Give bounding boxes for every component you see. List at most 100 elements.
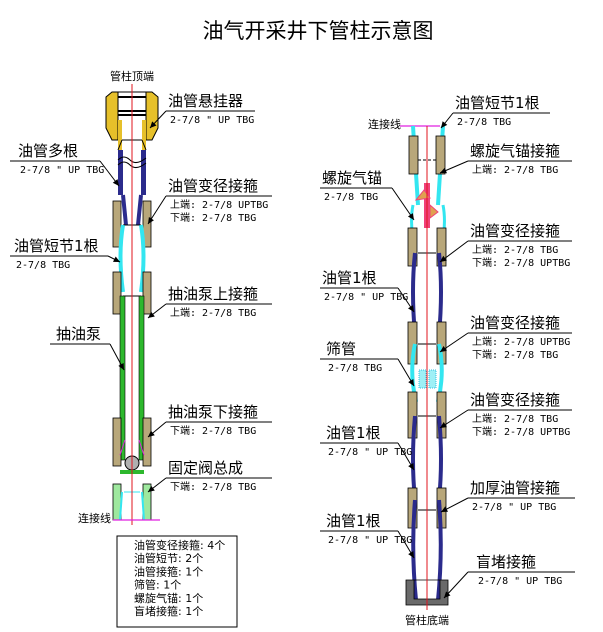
callout-title: 油管悬挂器	[168, 92, 243, 110]
callout-spec: 上端: 2-7/8 UPTBG	[170, 198, 268, 211]
callout-spec: 2-7/8 " UP TBG	[472, 502, 556, 513]
right-tubing-string: 连接线	[368, 117, 449, 627]
tubing-wall-left	[118, 150, 123, 195]
callout-tubing-1b: 油管1根 2-7/8 " UP TBG	[320, 424, 415, 471]
inventory-item: 油管短节: 2个	[134, 551, 203, 565]
callout-title: 油管变径接箍	[470, 222, 560, 240]
callout-spec: 2-7/8 " UP TBG	[20, 165, 104, 176]
arrowhead-icon	[408, 305, 414, 312]
arrowhead-icon	[118, 363, 124, 370]
callout-spec: 2-7/8 " UP TBG	[324, 292, 408, 303]
arrowhead-icon	[441, 121, 448, 128]
callout-spec: 2-7/8 TBG	[324, 192, 378, 203]
callout-spec: 2-7/8 " UP TBG	[328, 447, 412, 458]
callout-title: 油管短节1根	[14, 237, 99, 255]
callout-title: 油管变径接箍	[168, 177, 258, 195]
callout-spec: 2-7/8 TBG	[328, 363, 382, 374]
inventory-item: 油管变径接箍: 4个	[134, 538, 225, 552]
callout-title: 油管1根	[326, 424, 381, 442]
pump-barrel	[119, 295, 126, 461]
left-tubing-string: 管柱顶端	[78, 69, 160, 525]
crossover-coupling-1	[112, 200, 122, 248]
inventory-item: 油管接箍: 1个	[134, 564, 203, 578]
pump-upper-coupling-shape	[112, 271, 122, 315]
callout-spec: 下端: 2-7/8 TBG	[170, 424, 256, 437]
inventory-item: 筛管: 1个	[134, 578, 181, 592]
callout-tubing-1a: 油管1根 2-7/8 " UP TBG	[320, 269, 415, 313]
callout-title: 抽油泵下接箍	[168, 403, 258, 421]
callout-title: 油管变径接箍	[470, 391, 560, 409]
callout-spec: 2-7/8 " UP TBG	[328, 535, 412, 546]
callout-spec: 2-7/8 TBG	[457, 117, 511, 128]
callout-title: 抽油泵上接箍	[168, 285, 258, 303]
diagram-title: 油气开采井下管柱示意图	[203, 19, 434, 43]
callout-title: 抽油泵	[56, 325, 101, 343]
left-top-label: 管柱顶端	[110, 69, 154, 83]
callout-spec: 下端: 2-7/8 UPTBG	[472, 256, 570, 269]
arrowhead-icon	[407, 213, 414, 220]
gas-anchor-coupling-shape	[408, 135, 419, 175]
callout-title: 油管变径接箍	[470, 314, 560, 332]
screen-perforations	[418, 369, 427, 389]
callout-pump: 抽油泵	[50, 325, 125, 371]
callout-upset-coupling: 加厚油管接箍 2-7/8 " UP TBG	[440, 479, 575, 513]
callout-pup-joint-r: 油管短节1根 2-7/8 TBG	[440, 94, 550, 129]
callout-title: 油管短节1根	[455, 94, 540, 112]
arrowhead-icon	[148, 485, 155, 492]
arrowhead-icon	[112, 179, 119, 186]
callout-title: 油管多根	[18, 142, 78, 160]
callout-pup-joint: 油管短节1根 2-7/8 TBG	[10, 237, 121, 271]
tubing-wall-right	[141, 150, 146, 195]
callout-spec: 下端: 2-7/8 UPTBG	[472, 425, 570, 438]
arrowhead-icon	[444, 591, 451, 598]
arrowhead-icon	[150, 121, 157, 128]
callout-title: 螺旋气锚	[322, 169, 382, 187]
callout-spec: 上端: 2-7/8 TBG	[472, 243, 558, 256]
left-callouts: 油管悬挂器 2-7/8 " UP TBG 油管多根 2-7/8 " UP TBG 油管变…	[10, 92, 272, 493]
inventory-item: 螺旋气锚: 1个	[134, 591, 203, 605]
arrowhead-icon	[440, 422, 447, 428]
callout-spec: 上端: 2-7/8 TBG	[472, 412, 558, 425]
arrowhead-icon	[440, 255, 447, 262]
arrowhead-icon	[408, 551, 414, 558]
arrowhead-icon	[148, 430, 155, 437]
callout-screen: 筛管 2-7/8 TBG	[320, 340, 415, 387]
left-connect-label: 连接线	[78, 511, 111, 525]
tubing-hanger-shape	[105, 91, 159, 151]
right-bottom-label: 管柱底端	[405, 613, 449, 627]
callout-title: 盲堵接箍	[476, 553, 536, 571]
callout-spec: 2-7/8 TBG	[16, 260, 70, 271]
callout-spec: 下端: 2-7/8 TBG	[170, 480, 256, 493]
arrowhead-icon	[148, 217, 154, 224]
callout-tubing-1c: 油管1根 2-7/8 " UP TBG	[320, 512, 415, 559]
callout-spec: 上端: 2-7/8 TBG	[170, 306, 256, 319]
callout-title: 筛管	[326, 340, 356, 358]
inventory-item: 盲堵接箍: 1个	[134, 604, 203, 618]
callout-spec: 上端: 2-7/8 UPTBG	[472, 335, 570, 348]
arrowhead-icon	[440, 167, 447, 174]
arrowhead-icon	[113, 256, 120, 262]
callout-title: 加厚油管接箍	[470, 479, 560, 497]
arrowhead-icon	[441, 506, 448, 512]
callout-hanger: 油管悬挂器 2-7/8 " UP TBG	[149, 92, 255, 129]
callout-spec: 下端: 2-7/8 TBG	[170, 211, 256, 224]
callout-spec: 2-7/8 " UP TBG	[170, 115, 254, 126]
pup-joint-shape	[118, 224, 146, 293]
callout-title: 油管1根	[326, 512, 381, 530]
break-line	[117, 156, 147, 164]
arrowhead-icon	[148, 311, 155, 318]
callout-title: 油管1根	[322, 269, 377, 287]
callout-gas-anchor: 螺旋气锚 2-7/8 TBG	[320, 169, 415, 221]
leader-line	[391, 187, 415, 221]
callout-title: 螺旋气锚接箍	[470, 142, 560, 160]
